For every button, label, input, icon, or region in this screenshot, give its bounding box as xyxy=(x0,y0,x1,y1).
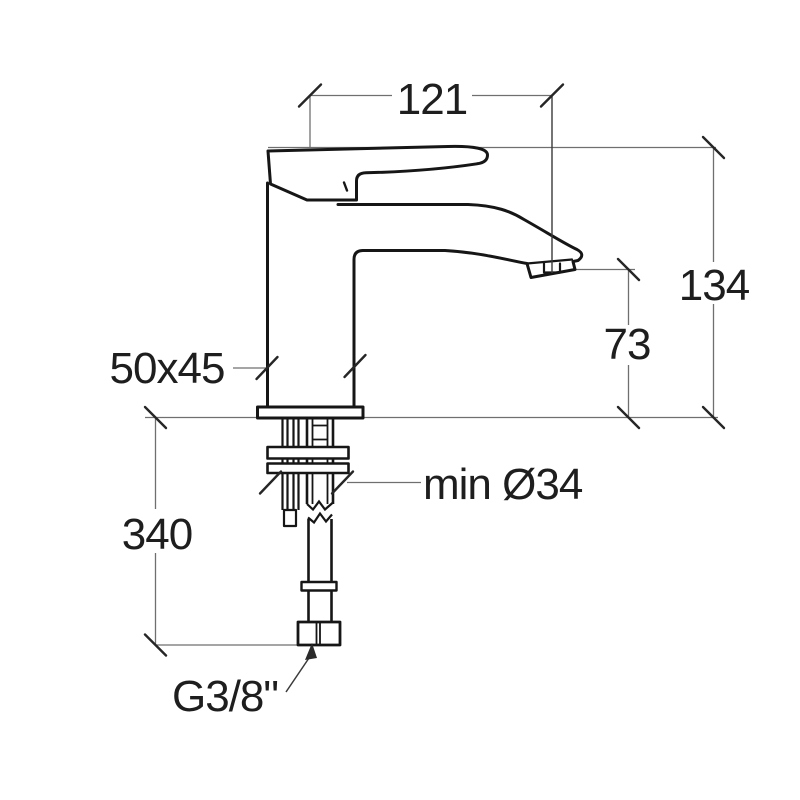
tick-50x45-left xyxy=(255,355,279,381)
base-plate xyxy=(256,405,365,420)
aerator-top-edge xyxy=(525,258,574,265)
tick-min34-right xyxy=(330,470,355,495)
stud-tip xyxy=(282,508,298,528)
body-section-label: 50x45 xyxy=(110,344,225,393)
mounting-hardware xyxy=(266,418,350,528)
tick-121-right xyxy=(539,83,565,108)
tick-min34-left xyxy=(258,470,283,495)
label-bg-121 xyxy=(392,78,472,118)
body-fill xyxy=(267,205,582,407)
hose-nut-divider xyxy=(315,622,321,645)
handle-lever xyxy=(266,144,489,202)
tick-121-left xyxy=(297,83,323,108)
supply-hose xyxy=(296,519,342,647)
tick-340-top xyxy=(143,405,168,430)
thread-leader-line xyxy=(285,657,310,693)
tick-134-bottom xyxy=(701,405,726,430)
faucet-spout-body xyxy=(266,181,584,409)
hose-tube xyxy=(307,519,333,622)
thread-leader-arrowhead xyxy=(305,643,317,660)
thread-leader xyxy=(285,643,317,693)
dimension-labels: 121 134 73 50x45 min Ø34 340 G3/8" xyxy=(110,75,752,721)
connection-thread-label: G3/8" xyxy=(172,672,278,721)
label-bg-73 xyxy=(601,325,656,365)
tick-134-top xyxy=(701,135,726,160)
shank-inner xyxy=(311,418,329,504)
min-hole-diameter-label: min Ø34 xyxy=(423,460,583,509)
label-bg-134 xyxy=(676,262,752,304)
label-bg-340 xyxy=(113,509,201,553)
tick-73-bottom xyxy=(616,405,641,430)
spout-reach-label: 121 xyxy=(397,75,467,124)
hose-end-nut xyxy=(296,620,342,647)
outlet-height-label: 73 xyxy=(604,320,651,369)
tick-73-top xyxy=(616,257,641,282)
shank-outer xyxy=(305,418,335,504)
dimension-ticks xyxy=(143,83,726,657)
handle-pivot-mark xyxy=(342,181,349,192)
overall-height-label: 134 xyxy=(679,261,750,310)
spout-outline xyxy=(336,203,584,409)
break-zigzag xyxy=(306,499,334,525)
hose-fitting xyxy=(300,580,338,592)
mounting-washer xyxy=(266,462,350,475)
mounting-nut xyxy=(266,445,350,460)
hose-length-label: 340 xyxy=(122,510,192,559)
tick-50x45-right xyxy=(343,353,367,379)
tick-340-bottom xyxy=(143,633,168,657)
dimension-lines xyxy=(145,94,718,646)
faucet-handle xyxy=(266,144,489,202)
